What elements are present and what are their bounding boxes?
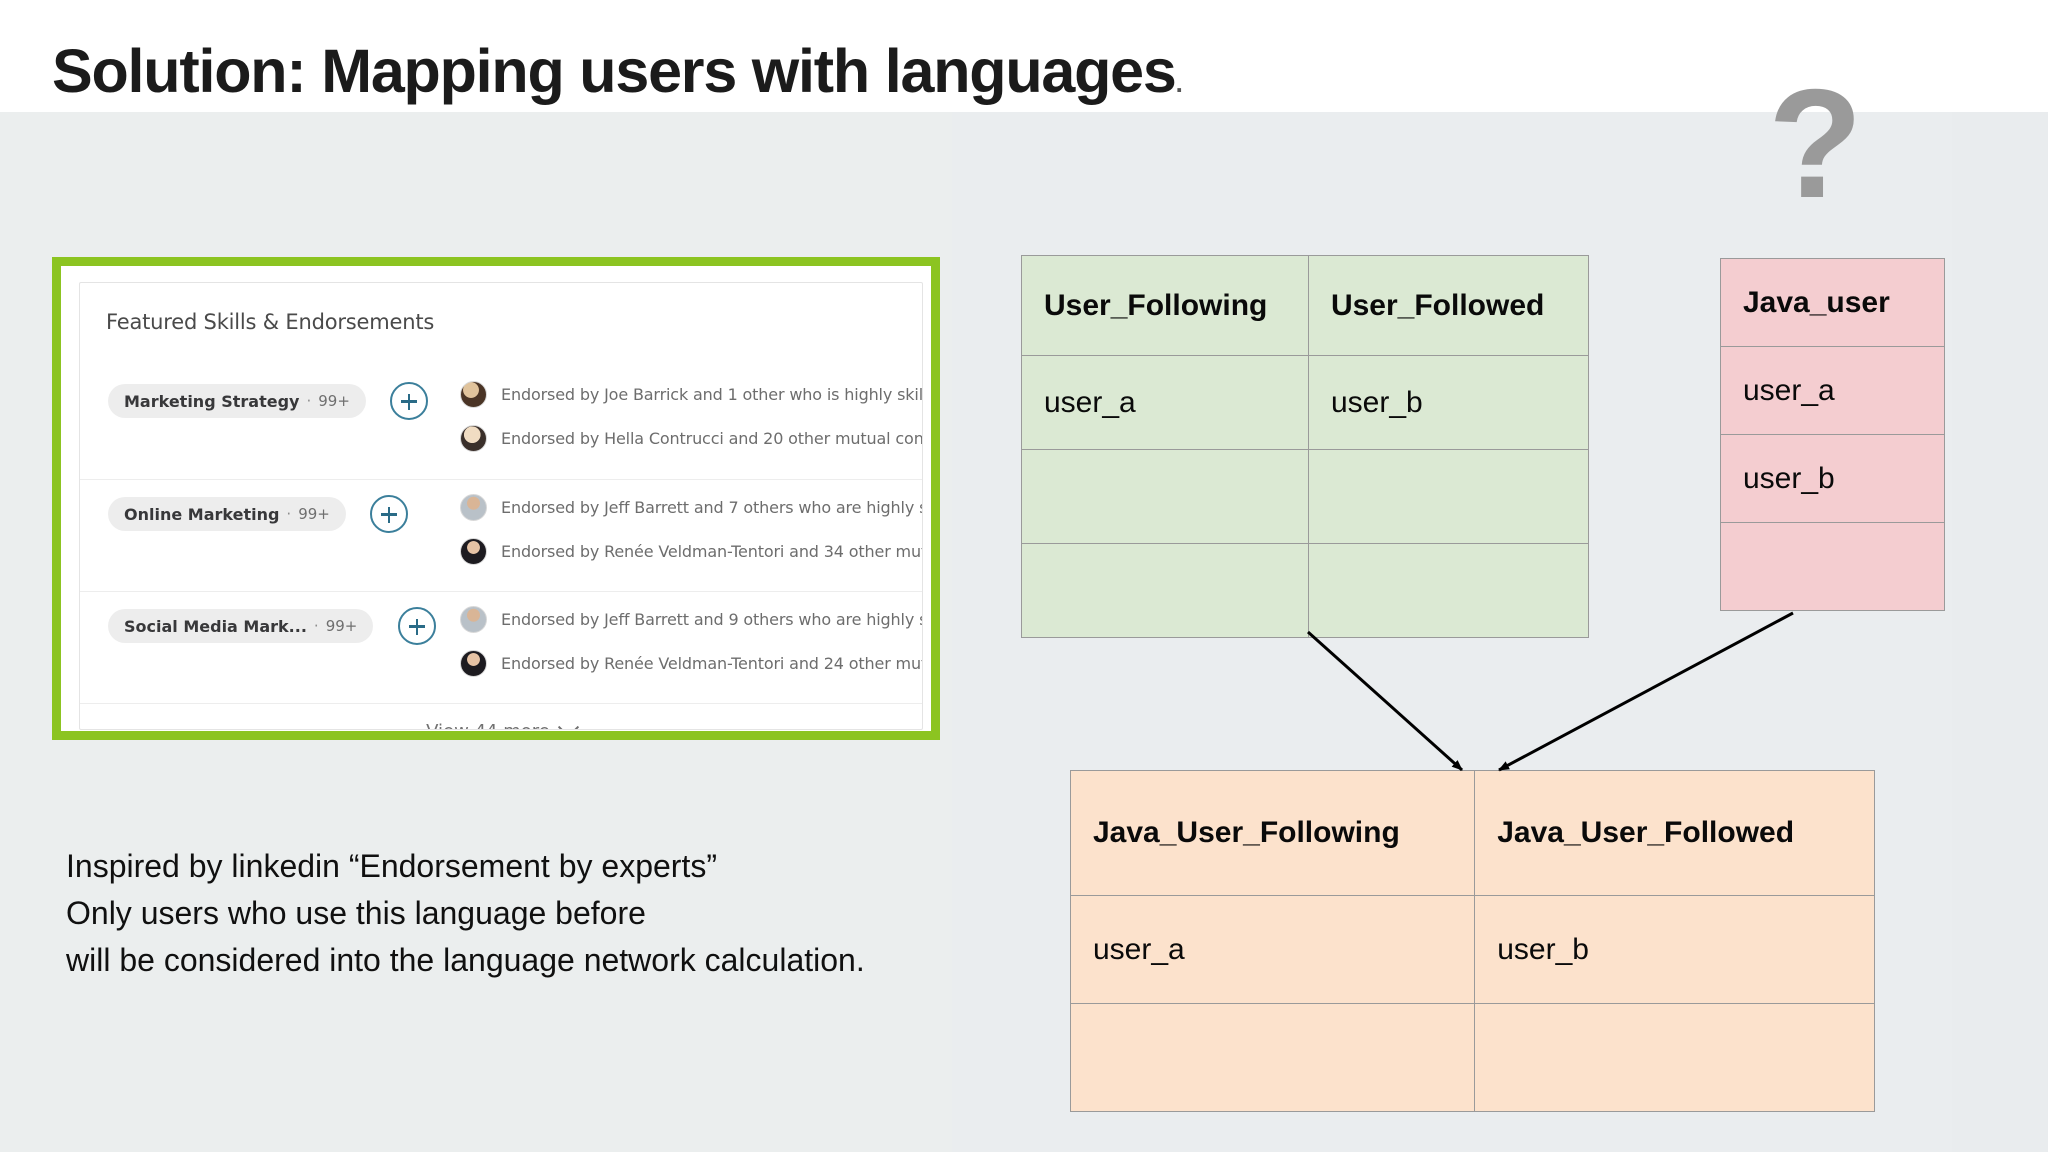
top-white-band bbox=[0, 0, 2048, 112]
table-cell: user_b bbox=[1307, 355, 1590, 450]
skill-count: 99+ bbox=[325, 617, 358, 635]
column-header-java-user-followed: Java_User_Followed bbox=[1474, 770, 1875, 896]
avatar bbox=[460, 494, 487, 521]
avatar bbox=[460, 425, 487, 452]
table-cell bbox=[1474, 1003, 1875, 1112]
table-row bbox=[1021, 543, 1590, 638]
endorsement-text: Endorsed by Jeff Barrett and 9 others wh… bbox=[501, 610, 922, 629]
table-cell bbox=[1069, 1003, 1476, 1112]
table-row bbox=[1720, 522, 1945, 611]
column-header-java-user-following: Java_User_Following bbox=[1069, 770, 1476, 896]
skill-row: Marketing Strategy · 99+ Endorsed by Joe… bbox=[80, 367, 922, 479]
table-cell: user_b bbox=[1720, 434, 1945, 523]
view-more-button[interactable]: View 44 more bbox=[80, 703, 922, 729]
table-row bbox=[1021, 449, 1590, 544]
endorsement-text: Endorsed by Joe Barrick and 1 other who … bbox=[501, 385, 923, 404]
endorsement-line: Endorsed by Jeff Barrett and 7 others wh… bbox=[460, 494, 922, 521]
skill-name: Online Marketing bbox=[124, 504, 280, 524]
skill-pill[interactable]: Online Marketing · 99+ bbox=[108, 497, 346, 531]
skill-pill[interactable]: Marketing Strategy · 99+ bbox=[108, 384, 366, 418]
table-cell bbox=[1021, 543, 1309, 638]
view-more-label: View 44 more bbox=[426, 721, 550, 729]
caption-text: Inspired by linkedin “Endorsement by exp… bbox=[66, 848, 865, 978]
skill-count: 99+ bbox=[298, 505, 330, 523]
linkedin-endorsements-card: Featured Skills & Endorsements Marketing… bbox=[79, 282, 923, 730]
endorsement-line: Endorsed by Renée Veldman-Tentori and 24… bbox=[460, 650, 922, 677]
endorsement-text: Endorsed by Jeff Barrett and 7 others wh… bbox=[501, 498, 922, 517]
skill-row: Social Media Mark... · 99+ Endorsed by J… bbox=[80, 591, 922, 703]
table-row: user_b bbox=[1720, 434, 1945, 523]
skill-separator: · bbox=[286, 505, 292, 523]
table-java-user: Java_user user_a user_b bbox=[1720, 258, 1945, 611]
table-user-follow: User_Following User_Followed user_a user… bbox=[1021, 255, 1590, 638]
plus-icon[interactable] bbox=[370, 495, 408, 533]
endorsement-text: Endorsed by Renée Veldman-Tentori and 24… bbox=[501, 654, 922, 673]
table-row: Java_user bbox=[1720, 258, 1945, 347]
avatar bbox=[460, 538, 487, 565]
skill-row: Online Marketing · 99+ Endorsed by Jeff … bbox=[80, 479, 922, 591]
table-row: user_a user_b bbox=[1069, 895, 1875, 1004]
skill-separator: · bbox=[313, 617, 319, 635]
skill-name: Marketing Strategy bbox=[124, 391, 300, 411]
avatar bbox=[460, 381, 487, 408]
table-cell bbox=[1307, 449, 1590, 544]
endorsement-line: Endorsed by Renée Veldman-Tentori and 34… bbox=[460, 538, 922, 565]
avatar bbox=[460, 650, 487, 677]
plus-icon[interactable] bbox=[390, 382, 428, 420]
endorsement-line: Endorsed by Jeff Barrett and 9 others wh… bbox=[460, 606, 922, 633]
endorsement-line: Endorsed by Joe Barrick and 1 other who … bbox=[460, 381, 923, 408]
table-cell: user_a bbox=[1720, 346, 1945, 435]
column-header-java-user: Java_user bbox=[1720, 258, 1945, 347]
table-row bbox=[1069, 1003, 1875, 1112]
card-heading: Featured Skills & Endorsements bbox=[106, 310, 435, 334]
skill-name: Social Media Mark... bbox=[124, 616, 307, 636]
page-title: Solution: Mapping users with languages. bbox=[52, 36, 1183, 106]
table-cell: user_a bbox=[1069, 895, 1476, 1004]
page-title-period: . bbox=[1175, 68, 1183, 98]
endorsement-line: Endorsed by Hella Contrucci and 20 other… bbox=[460, 425, 923, 452]
plus-icon[interactable] bbox=[398, 607, 436, 645]
endorsement-text: Endorsed by Hella Contrucci and 20 other… bbox=[501, 429, 923, 448]
linkedin-screenshot-highlight: Featured Skills & Endorsements Marketing… bbox=[52, 257, 940, 740]
skill-count: 99+ bbox=[318, 392, 350, 410]
table-row: user_a user_b bbox=[1021, 355, 1590, 450]
skill-pill[interactable]: Social Media Mark... · 99+ bbox=[108, 609, 374, 643]
avatar bbox=[460, 606, 487, 633]
chevron-down-icon bbox=[557, 716, 579, 729]
right-edge-strip bbox=[1952, 112, 2048, 1152]
column-header-user-followed: User_Followed bbox=[1307, 255, 1590, 356]
table-cell: user_a bbox=[1021, 355, 1309, 450]
question-mark-icon: ? bbox=[1768, 57, 1863, 230]
page-title-text: Solution: Mapping users with languages bbox=[52, 37, 1177, 105]
table-row: user_a bbox=[1720, 346, 1945, 435]
table-cell bbox=[1021, 449, 1309, 544]
endorsement-text: Endorsed by Renée Veldman-Tentori and 34… bbox=[501, 542, 922, 561]
column-header-user-following: User_Following bbox=[1021, 255, 1309, 356]
table-cell bbox=[1720, 522, 1945, 611]
table-java-user-follow: Java_User_Following Java_User_Followed u… bbox=[1069, 770, 1875, 1112]
skill-separator: · bbox=[306, 392, 312, 410]
table-row: User_Following User_Followed bbox=[1021, 255, 1590, 356]
table-cell: user_b bbox=[1474, 895, 1875, 1004]
table-row: Java_User_Following Java_User_Followed bbox=[1069, 770, 1875, 896]
table-cell bbox=[1307, 543, 1590, 638]
